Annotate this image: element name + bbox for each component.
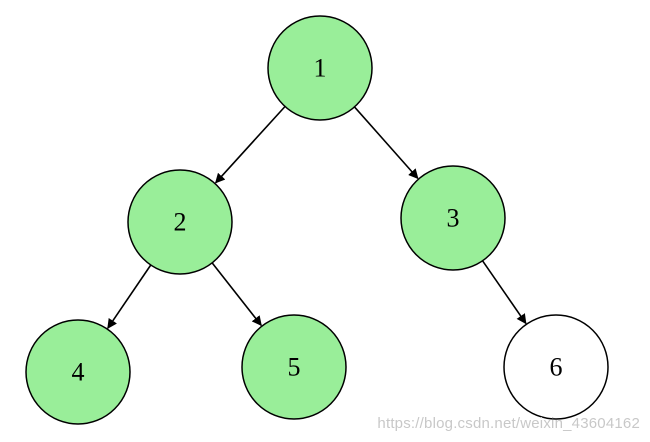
node-circle-3: [400, 165, 506, 271]
edge-2-to-4: [107, 264, 152, 329]
tree-node-2: 2: [127, 169, 233, 275]
node-label-6: 6: [550, 353, 563, 382]
node-circle-1: [267, 15, 373, 121]
node-label-2: 2: [174, 208, 187, 237]
node-label-1: 1: [314, 54, 327, 83]
edge-layer: [107, 105, 527, 329]
node-label-4: 4: [72, 358, 85, 387]
node-layer: 1 2 3 4 5 6: [25, 15, 609, 425]
watermark-url: https://blog.csdn.net/weixin_43604162: [377, 415, 640, 432]
node-circle-2: [127, 169, 233, 275]
node-circle-4: [25, 319, 131, 425]
node-label-5: 5: [288, 353, 301, 382]
edge-2-to-5: [211, 262, 262, 327]
tree-node-4: 4: [25, 319, 131, 425]
edge-3-to-6: [481, 260, 527, 325]
node-circle-6: [503, 314, 609, 420]
tree-node-1: 1: [267, 15, 373, 121]
node-label-3: 3: [447, 204, 460, 233]
tree-node-5: 5: [241, 314, 347, 420]
tree-node-3: 3: [400, 165, 506, 271]
node-circle-5: [241, 314, 347, 420]
edge-1-to-2: [214, 105, 286, 184]
tree-node-6: 6: [503, 314, 609, 420]
edge-1-to-3: [353, 106, 419, 180]
